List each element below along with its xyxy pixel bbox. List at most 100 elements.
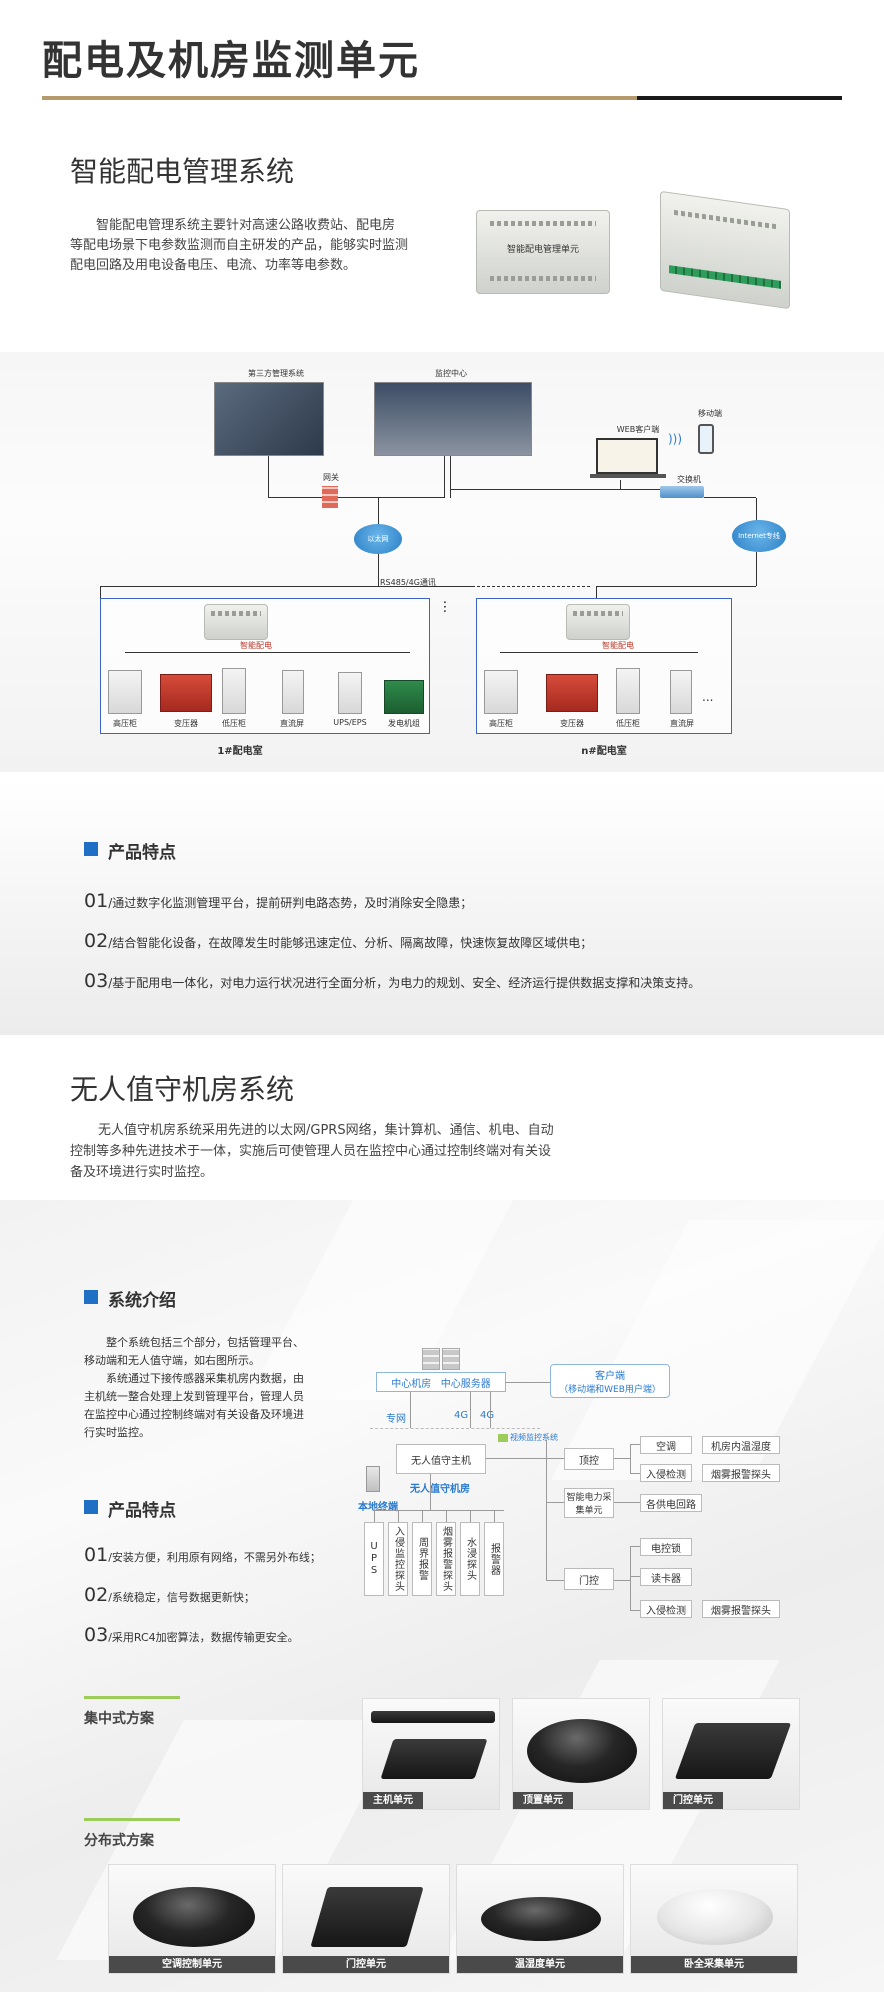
feature-number: 02 [84,1584,109,1606]
link-line [470,1392,471,1428]
link-line [546,1458,564,1459]
device-vent [673,209,777,230]
room1-low-voltage-cabinet [222,668,246,714]
link-line [630,1444,640,1445]
paragraph-line: 行实时监控。 [84,1426,150,1439]
web-client-label: WEB客户端 [616,425,660,434]
paragraph-line: 在监控中心通过控制终端对有关设备及环境进 [84,1408,304,1421]
rack-device-image [371,1711,495,1723]
link-line [630,1546,640,1547]
link-line [500,652,698,653]
paragraph-line: 主机统一整合处理上发到管理平台，管理人员 [84,1390,304,1403]
roomn-panel-label: 智能配电 [602,641,634,650]
equipment-ellipsis: ... [702,690,714,704]
link-line [422,1510,423,1522]
link-line [596,586,756,587]
feature-text: /系统稳定，信号数据更新快； [108,1591,255,1604]
link-line [125,652,410,653]
center-server-label: 中心服务器 [440,1378,491,1390]
firewall-label: 网关 [323,473,339,482]
system-intro-paragraph: 整个系统包括三个部分，包括管理平台、 移动端和无人值守端，如右图所示。 系统通过… [84,1334,352,1442]
local-terminal-label: 本地终端 [358,1502,398,1513]
door-controller-image [310,1887,424,1947]
paragraph-line: 整个系统包括三个部分，包括管理平台、 [106,1336,304,1349]
power-unit-photo-front: 智能配电管理单元 [476,210,610,294]
page-title: 配电及机房监测单元 [42,38,420,84]
roomn-name: n#配电室 [581,746,627,757]
system-intro-heading: 系统介绍 [108,1291,176,1311]
firewall-icon [322,486,338,508]
link-line [630,1610,640,1611]
roomn-dc-panel [670,670,692,714]
power-unit-box: 智能电力采集单元 [564,1488,614,1518]
card-security-unit: 卧全采集单元 [630,1864,798,1974]
link-line [378,498,379,528]
link-line [268,456,269,498]
monitor-center-photo [374,382,532,456]
link-line [494,1510,495,1522]
device-vent [490,221,596,226]
feature-number: 01 [84,890,109,912]
link-line [614,1458,630,1459]
device-terminals [668,265,782,289]
distributed-heading: 分布式方案 [84,1833,154,1849]
distributed-rule [84,1818,180,1821]
equipment-label: 低压柜 [222,719,246,728]
paragraph-line: 控制等多种先进技术于一体，实施后可使管理人员在监控中心通过控制终端对有关设 [70,1144,552,1159]
camera-icon [498,1434,508,1442]
paragraph-line: 移动端和无人值守端，如右图所示。 [84,1354,260,1367]
paragraph-line: 系统通过下接传感器采集机房内数据，由 [106,1372,304,1385]
ac-controller-image [133,1887,255,1947]
feature-number: 01 [84,1544,109,1566]
reader-box: 读卡器 [640,1568,692,1586]
sensor-alarm: 报警器 [484,1522,504,1596]
internet-cloud-icon: Internet专线 [732,520,786,552]
paragraph-line: 等配电场景下电参数监测而自主研发的产品，能够实时监测 [70,238,409,253]
link-line [490,1392,491,1428]
rooms-ellipsis: ... [440,600,456,614]
equipment-label: 低压柜 [616,719,640,728]
link-line [506,1382,550,1383]
switch-icon [660,486,704,498]
video-label: 视频监控系统 [510,1433,558,1442]
link-line [614,1502,640,1503]
local-terminal-icon [366,1466,380,1492]
feature-text: /采用RC4加密算法，数据传输更安全。 [108,1631,299,1644]
security-sensor-image [657,1889,773,1945]
link-line [630,1473,640,1474]
card-label: 温湿度单元 [457,1956,623,1973]
ceiling-sensor-image [527,1719,637,1783]
equipment-label: 高压柜 [113,719,137,728]
laptop-icon [596,438,658,474]
link-line [374,1510,375,1522]
heading-square-icon [84,1290,98,1304]
room1-transformer [160,674,212,712]
temp-humidity-box: 机房内温湿度 [702,1436,780,1454]
section-paragraph-power: 智能配电管理系统主要针对高速公路收费站、配电房 等配电场景下电参数监测而自主研发… [70,216,470,276]
circuits-box: 各供电回路 [640,1494,702,1512]
host-box: 无人值守主机 [396,1444,486,1474]
roomn-power-unit [566,604,630,640]
roomn-transformer [546,674,598,712]
section-title-machine-room: 无人值守机房系统 [70,1073,295,1106]
card-temp-humidity-unit: 温湿度单元 [456,1864,624,1974]
feature-number: 02 [84,930,109,952]
feature-item: 01/安装方便，利用原有网络，不需另外布线； [84,1544,321,1566]
link-line [546,1440,547,1580]
zone-divider [370,1428,540,1429]
equipment-label: 直流屏 [670,719,694,728]
feature-item: 01/通过数字化监测管理平台，提前研判电路态势，及时消除安全隐患； [84,890,472,912]
intrusion-box: 入侵检测 [640,1600,692,1618]
link-line [546,1502,564,1503]
link-line [268,497,444,498]
room1-generator [384,680,424,714]
room-label: 无人值守机房 [410,1484,470,1495]
card-label: 空调控制单元 [109,1956,275,1973]
lock-box: 电控锁 [640,1538,692,1556]
link-line [756,498,757,524]
smartphone-icon [698,424,714,454]
link-line [430,1474,431,1510]
lower-background [0,1200,884,1992]
ac-box: 空调 [640,1436,692,1454]
card-ac-unit: 空调控制单元 [108,1864,276,1974]
